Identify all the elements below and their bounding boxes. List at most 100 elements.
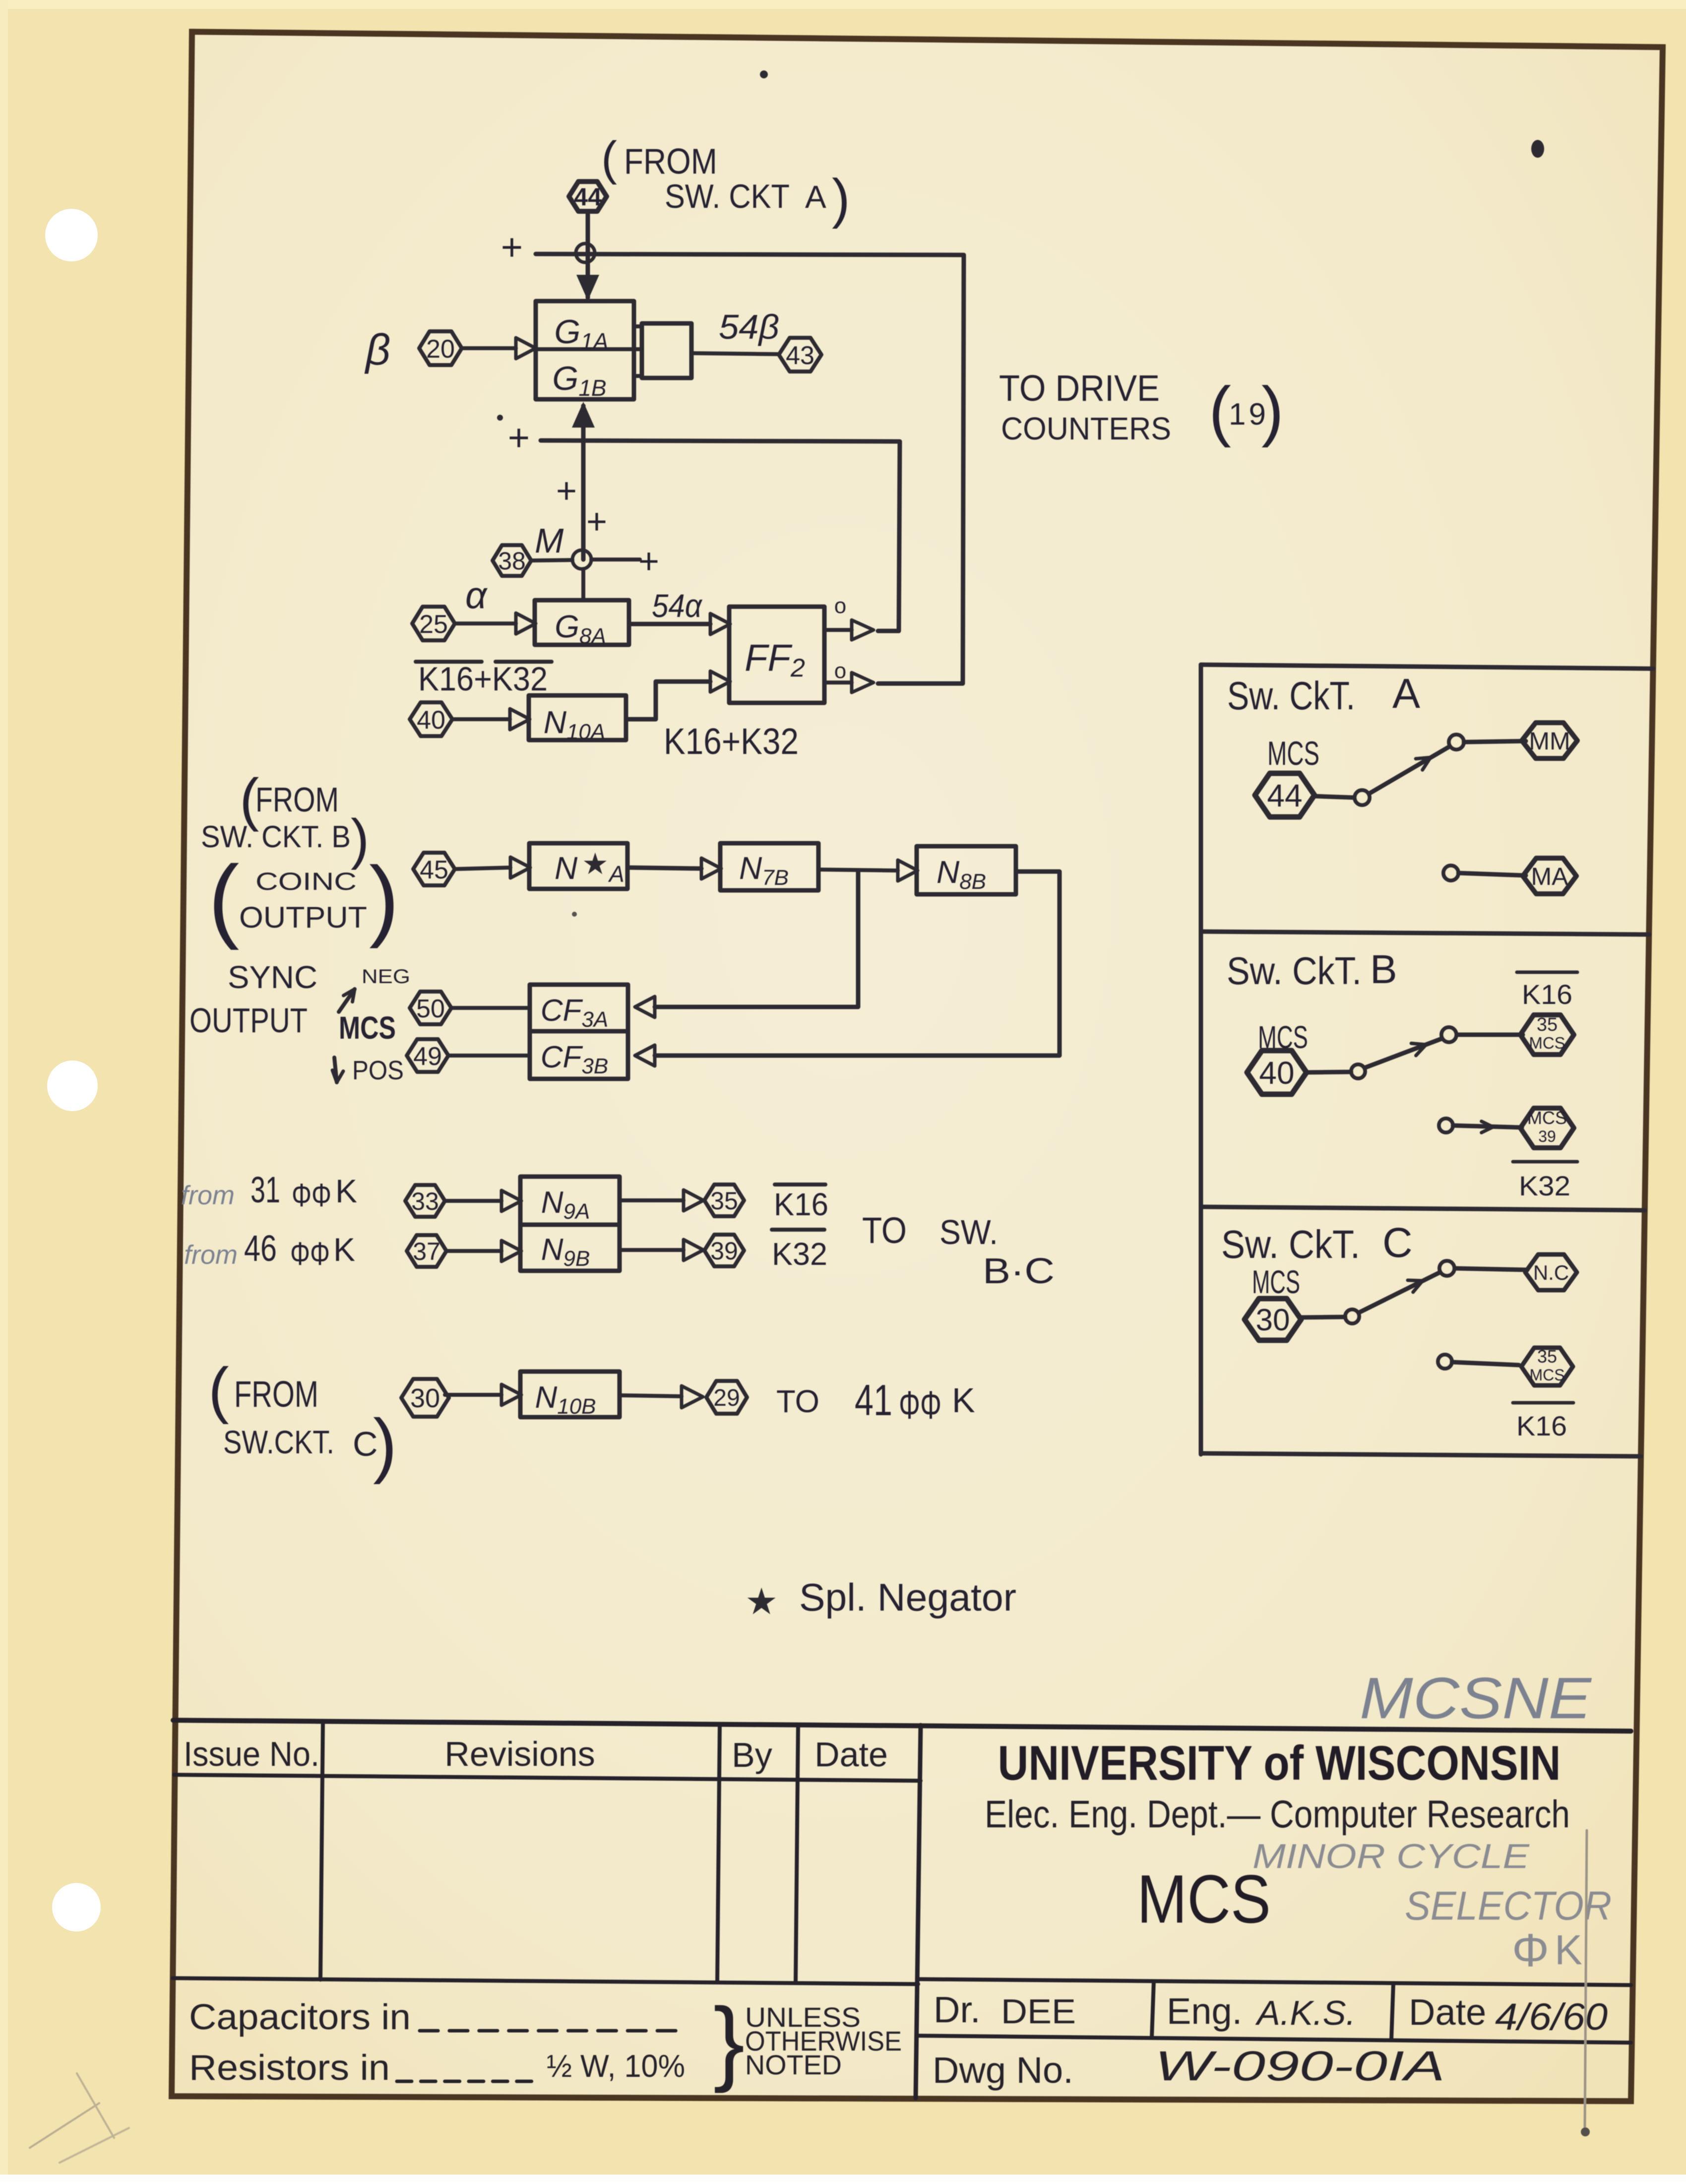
svg-text:46: 46 (244, 1228, 277, 1269)
svg-text:α: α (465, 574, 488, 617)
svg-text:(: ( (208, 846, 240, 950)
svg-text:35: 35 (1537, 1014, 1558, 1035)
svg-text:(: ( (1209, 373, 1231, 448)
svg-text:FROM: FROM (624, 142, 717, 182)
svg-text:(: ( (601, 132, 617, 185)
svg-text:ΦΦ: ΦΦ (290, 1235, 330, 1272)
svg-text:40: 40 (417, 706, 445, 735)
svg-text:Date: Date (814, 1735, 888, 1774)
svg-text:35: 35 (1537, 1346, 1557, 1367)
svg-text:K: K (1555, 1927, 1582, 1973)
svg-text:NEG: NEG (362, 966, 410, 988)
svg-text:SW.CKT.: SW.CKT. (223, 1424, 334, 1460)
svg-text:): ) (1261, 373, 1284, 448)
svg-text:39: 39 (1538, 1127, 1556, 1145)
svg-text:54α: 54α (652, 587, 703, 624)
svg-text:31: 31 (250, 1169, 280, 1210)
svg-text:SW. CKT. B: SW. CKT. B (201, 820, 351, 854)
svg-text:SELECTOR: SELECTOR (1405, 1883, 1612, 1929)
svg-text:41: 41 (855, 1375, 892, 1425)
svg-text:K: K (335, 1173, 357, 1209)
svg-text:Φ: Φ (1512, 1924, 1549, 1976)
svg-text:): ) (373, 1404, 397, 1485)
svg-text:MCS: MCS (1527, 1108, 1567, 1128)
svg-text:49: 49 (413, 1042, 442, 1071)
svg-text:20: 20 (426, 335, 455, 364)
svg-text:Dwg No.: Dwg No. (933, 2050, 1073, 2091)
svg-text:M: M (535, 521, 564, 560)
svg-text:35: 35 (710, 1187, 738, 1215)
svg-text:25: 25 (419, 610, 448, 639)
svg-text:from: from (184, 1240, 238, 1270)
svg-text:TO: TO (862, 1210, 907, 1251)
svg-text:K: K (333, 1231, 355, 1268)
svg-text:Spl. Negator: Spl. Negator (799, 1575, 1016, 1619)
svg-text:MINOR CYCLE: MINOR CYCLE (1252, 1837, 1530, 1875)
svg-text:A: A (805, 179, 826, 215)
svg-text:K32: K32 (772, 1236, 827, 1272)
svg-text:Elec. Eng. Dept.— Computer Res: Elec. Eng. Dept.— Computer Research (985, 1792, 1570, 1836)
svg-text:N: N (555, 850, 578, 886)
svg-text:40: 40 (1259, 1055, 1294, 1091)
svg-text:MCS: MCS (1137, 1861, 1271, 1937)
svg-text:+: + (586, 502, 607, 542)
svg-text:MCS: MCS (339, 1010, 396, 1046)
svg-text:MCS: MCS (1258, 1019, 1308, 1055)
svg-text:Sw. CkT.: Sw. CkT. (1221, 1222, 1360, 1266)
svg-text:Eng.: Eng. (1167, 1991, 1242, 2032)
svg-text:38: 38 (498, 547, 526, 575)
svg-text:Sw. CkT.: Sw. CkT. (1227, 674, 1355, 718)
svg-text:(: ( (208, 1356, 229, 1425)
svg-text:4/6/60: 4/6/60 (1495, 1996, 1608, 2038)
svg-text:39: 39 (710, 1237, 738, 1265)
svg-text:): ) (369, 848, 399, 949)
svg-text:OTHERWISE: OTHERWISE (745, 2025, 902, 2057)
svg-text:FROM: FROM (255, 780, 339, 819)
svg-text:B·C: B·C (983, 1251, 1055, 1291)
svg-text:Issue No.: Issue No. (184, 1735, 319, 1773)
svg-text:K16+K32: K16+K32 (664, 721, 799, 762)
svg-text:33: 33 (411, 1187, 439, 1215)
svg-text:): ) (351, 808, 369, 870)
svg-text:Capacitors in: Capacitors in (189, 1997, 411, 2037)
svg-text:FROM: FROM (234, 1373, 318, 1415)
svg-text:from: from (181, 1181, 235, 1210)
svg-text:½ W, 10%: ½ W, 10% (547, 2048, 685, 2084)
svg-text:NOTED: NOTED (745, 2049, 842, 2080)
svg-text:DEE: DEE (1001, 1992, 1076, 2031)
svg-text:K16: K16 (774, 1186, 828, 1222)
svg-text:A: A (608, 861, 624, 887)
svg-text:30: 30 (410, 1383, 440, 1413)
svg-text:A: A (1392, 670, 1420, 717)
svg-text:MCS: MCS (1267, 735, 1319, 772)
svg-text:β: β (364, 325, 390, 374)
svg-text:29: 29 (713, 1385, 740, 1411)
svg-text:50: 50 (416, 995, 445, 1023)
svg-text:54β: 54β (719, 308, 779, 346)
svg-text:Sw. CkT.: Sw. CkT. (1227, 949, 1362, 993)
svg-text:C: C (1382, 1219, 1413, 1266)
svg-text:(: ( (240, 767, 259, 832)
svg-text:K32: K32 (1519, 1170, 1570, 1201)
svg-text:MM: MM (1529, 727, 1570, 755)
svg-text:UNLESS: UNLESS (745, 2001, 861, 2033)
svg-text:44: 44 (574, 183, 602, 211)
svg-text:K16: K16 (1522, 979, 1572, 1010)
svg-text:MCS: MCS (1252, 1263, 1300, 1300)
svg-text:OUTPUT: OUTPUT (239, 901, 367, 934)
svg-text:SW.: SW. (939, 1213, 998, 1251)
svg-text:N9B: N9B (541, 1233, 590, 1271)
svg-text:TO: TO (776, 1383, 819, 1419)
svg-text:SYNC: SYNC (228, 959, 317, 995)
svg-text:37: 37 (413, 1238, 440, 1265)
svg-text:POS: POS (352, 1056, 404, 1085)
svg-text:A.K.S.: A.K.S. (1255, 1994, 1356, 2032)
svg-text:K16+K32: K16+K32 (418, 660, 548, 698)
svg-text:}: } (713, 1989, 745, 2094)
svg-text:MA: MA (1531, 863, 1569, 890)
svg-text:W-090-0IA: W-090-0IA (1155, 2043, 1445, 2089)
svg-text:ΦΦ: ΦΦ (292, 1177, 331, 1213)
svg-text:Date: Date (1409, 1992, 1486, 2033)
svg-text:UNIVERSITY of WISCONSIN: UNIVERSITY of WISCONSIN (998, 1736, 1561, 1790)
svg-text:N.C: N.C (1533, 1261, 1569, 1284)
